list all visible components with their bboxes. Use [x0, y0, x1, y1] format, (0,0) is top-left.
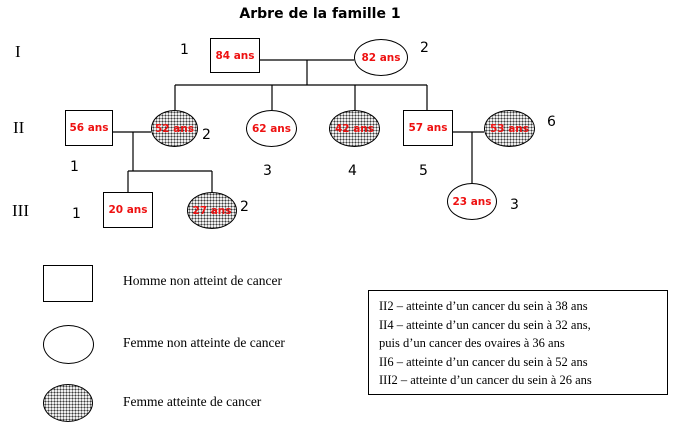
person-age-II-3: 62 ans [251, 122, 292, 135]
cancer-history-box: II2 – atteinte d’un cancer du sein à 38 … [368, 290, 668, 395]
person-age-II-5: 57 ans [408, 122, 448, 134]
person-number-III-3: 3 [510, 197, 519, 213]
male-symbol [43, 265, 93, 302]
info-line-3: puis d’un cancer des ovaires à 36 ans [379, 336, 565, 350]
info-line-4: II6 – atteinte d’un cancer du sein à 52 … [379, 354, 588, 369]
info-line-1: II2 – atteinte d’un cancer du sein à 38 … [379, 299, 588, 313]
legend-male-unaffected-label: Homme non atteint de cancer [123, 273, 282, 288]
person-number-II-6: 6 [547, 114, 556, 130]
person-I-2: 82 ans [354, 39, 408, 76]
person-III-3: 23 ans [447, 183, 497, 220]
person-number-II-2: 2 [202, 127, 211, 143]
person-number-II-3: 3 [263, 163, 272, 179]
generation-label-2: II [13, 118, 25, 137]
person-II-4: 42 ans [329, 110, 380, 147]
person-II-3: 62 ans [246, 110, 297, 147]
page-title: Arbre de la famille 1 [239, 6, 401, 22]
person-age-III-2: 27 ans [192, 204, 232, 217]
person-age-I-1: 84 ans [215, 49, 255, 62]
legend-female-unaffected-label: Femme non atteinte de cancer [123, 335, 285, 350]
person-number-III-2: 2 [240, 199, 249, 215]
generation-label-3: III [12, 201, 29, 220]
person-age-II-1: 56 ans [69, 122, 109, 134]
person-number-I-2: 2 [420, 40, 429, 56]
info-line-2: II4 – atteinte d’un cancer du sein à 32 … [379, 317, 591, 332]
affected-female-symbol [43, 384, 93, 422]
person-II-2: 52 ans [151, 110, 198, 147]
person-age-II-4: 42 ans [334, 122, 375, 135]
person-III-1: 20 ans [103, 192, 153, 228]
person-age-II-2: 52 ans [154, 122, 195, 135]
info-line-5: III2 – atteinte d’un cancer du sein à 26… [379, 373, 592, 387]
person-I-1: 84 ans [210, 38, 260, 73]
person-number-II-1: 1 [70, 159, 79, 175]
person-III-2: 27 ans [187, 192, 237, 229]
person-II-5: 57 ans [403, 110, 453, 146]
person-number-I-1: 1 [180, 42, 189, 58]
person-age-III-1: 20 ans [108, 204, 148, 216]
legend-female-affected-label: Femme atteinte de cancer [123, 394, 262, 409]
female-symbol [43, 325, 94, 364]
person-number-III-1: 1 [72, 206, 81, 222]
person-age-II-6: 53 ans [489, 122, 530, 135]
person-II-1: 56 ans [65, 110, 113, 146]
person-II-6: 53 ans [484, 110, 535, 147]
person-age-III-3: 23 ans [452, 195, 492, 208]
person-number-II-4: 4 [348, 163, 357, 179]
person-number-II-5: 5 [419, 163, 428, 179]
generation-label-1: I [15, 42, 21, 61]
person-age-I-2: 82 ans [361, 51, 401, 64]
